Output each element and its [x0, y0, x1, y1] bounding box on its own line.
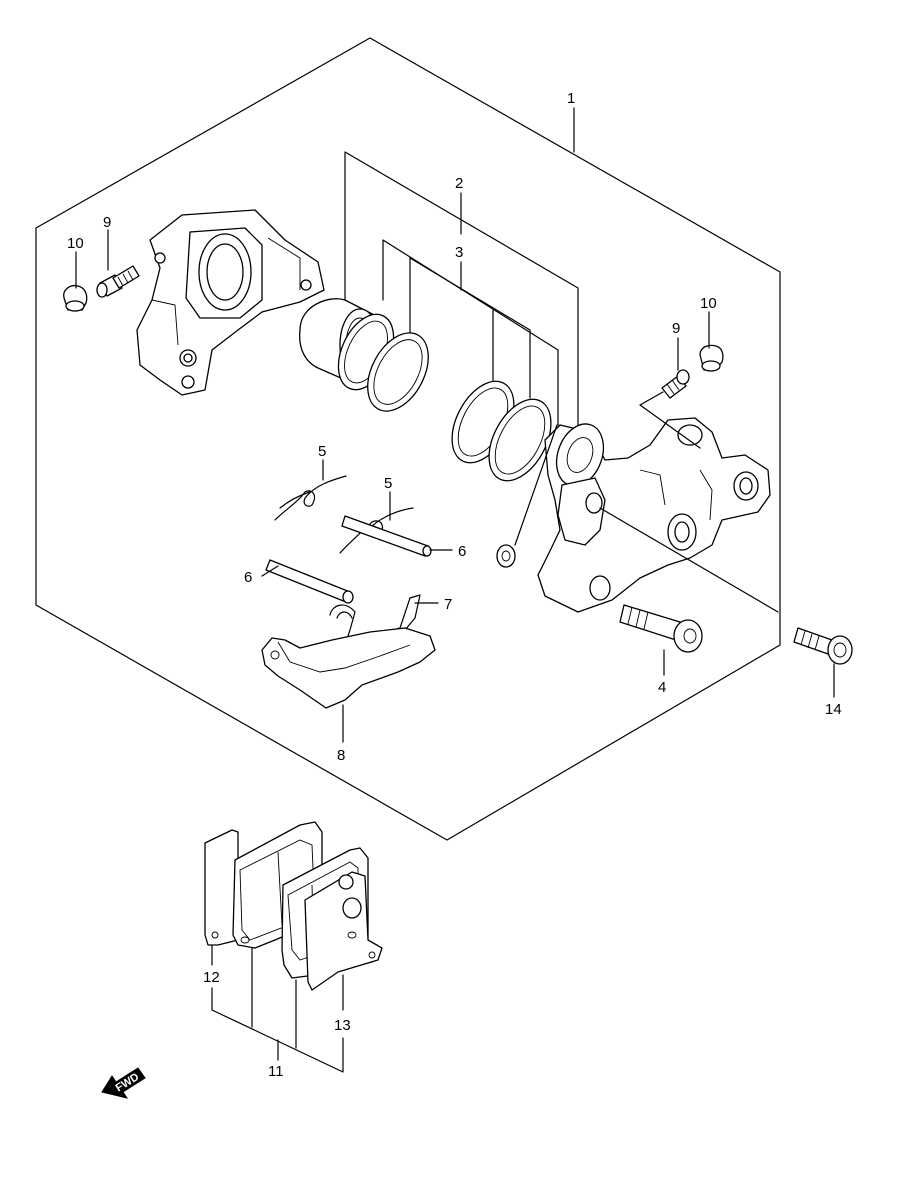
callout-1: 1 — [567, 90, 575, 107]
pad-shim-plate — [261, 627, 436, 709]
callout-8: 8 — [337, 747, 345, 764]
callout-12: 12 — [203, 969, 220, 986]
bleeder-right-leader — [639, 391, 664, 406]
pad-shim-13 — [304, 871, 383, 991]
callout-3: 3 — [455, 244, 463, 261]
mounting-bolt — [793, 627, 853, 665]
callout-5b: 5 — [384, 475, 392, 492]
bleeder-valve-left — [96, 265, 140, 298]
pad-spring — [329, 594, 421, 646]
callout-7: 7 — [444, 596, 452, 613]
bleeder-cap-left — [63, 284, 88, 312]
leader-6a — [261, 565, 279, 577]
callout-6a: 6 — [244, 569, 252, 586]
seal-ring-small — [496, 544, 516, 568]
callout-9b: 9 — [672, 320, 680, 337]
callout-10a: 10 — [67, 235, 84, 252]
callout-11: 11 — [268, 1063, 284, 1080]
seal-group-bracket — [382, 239, 559, 426]
pad-pin-lower — [265, 559, 354, 604]
left-caliper-body — [136, 209, 325, 396]
piston-seals-left — [337, 313, 429, 412]
callout-14: 14 — [825, 701, 842, 718]
callout-6b: 6 — [458, 543, 466, 560]
mounting-axis — [599, 507, 779, 613]
pad-spring-clip-upper — [274, 475, 347, 521]
seal-small-leader — [514, 424, 558, 546]
fwd-arrow-icon: FWD — [101, 1067, 146, 1099]
callout-9a: 9 — [103, 214, 111, 231]
seal-leader-top — [409, 257, 531, 331]
caliper-bolt — [619, 604, 703, 653]
bleeder-valve-right — [661, 369, 690, 399]
piston-seals-right — [451, 380, 552, 482]
bleeder-right-axis — [639, 404, 701, 449]
callout-13: 13 — [334, 1017, 351, 1034]
pad-shim-12 — [204, 829, 239, 946]
caliper-assembly-boundary — [35, 37, 781, 841]
callout-2: 2 — [455, 175, 463, 192]
pad-pin-upper — [341, 515, 432, 557]
right-caliper-body — [537, 417, 771, 613]
callout-4: 4 — [658, 679, 666, 696]
callout-5a: 5 — [318, 443, 326, 460]
callout-10b: 10 — [700, 295, 717, 312]
bleeder-cap-right — [699, 344, 724, 372]
